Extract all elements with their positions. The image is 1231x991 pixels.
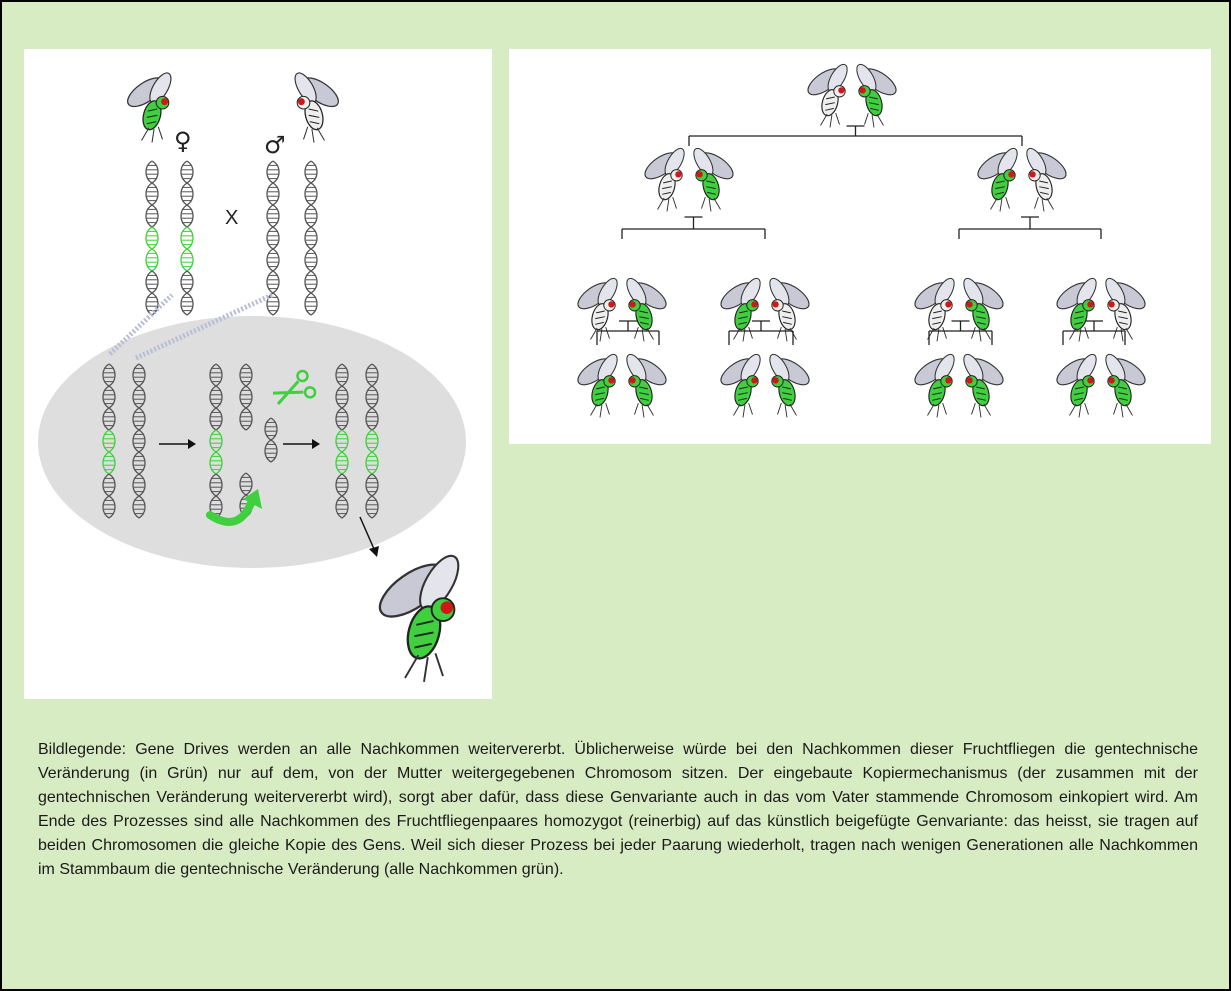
dna-chromosome-icon — [239, 363, 253, 431]
dna-chromosome-icon — [335, 363, 349, 519]
dna-chromosome-icon — [209, 363, 223, 519]
fruit-fly-icon — [769, 353, 810, 418]
fruit-fly-icon — [769, 277, 810, 342]
dna-chromosome-icon — [264, 417, 278, 463]
figure-caption: Bildlegende: Gene Drives werden an alle … — [38, 741, 1198, 878]
fruit-fly-icon — [914, 353, 955, 418]
pedigree-connector — [621, 216, 766, 239]
fruit-fly-icon — [626, 353, 667, 418]
cross-symbol: X — [225, 207, 238, 229]
fruit-fly-icon — [577, 353, 618, 418]
gene-drive-mechanism-panel: ♀ ♂ X — [24, 49, 492, 699]
fruit-fly-icon — [294, 72, 339, 143]
dna-chromosome-icon — [266, 160, 280, 316]
fruit-fly-icon — [914, 277, 955, 342]
dna-chromosome-icon — [132, 363, 146, 519]
fruit-fly-icon — [693, 147, 734, 212]
mechanism-illustration: ♀ ♂ X — [38, 72, 466, 682]
fruit-fly-icon — [1026, 147, 1067, 212]
pedigree-connector — [688, 125, 1023, 146]
fruit-fly-icon — [626, 277, 667, 342]
fruit-fly-icon — [127, 72, 172, 143]
fruit-fly-icon — [720, 353, 761, 418]
curved-arrow-icon — [206, 489, 262, 526]
fruit-fly-icon — [856, 63, 897, 128]
pedigree-connector — [728, 320, 794, 345]
dna-chromosome-icon — [304, 160, 318, 316]
fruit-fly-icon — [977, 147, 1018, 212]
pedigree-illustration — [577, 63, 1146, 418]
dna-chromosome-icon — [102, 363, 116, 519]
fruit-fly-icon — [577, 277, 618, 342]
female-symbol: ♀ — [174, 127, 192, 155]
male-symbol: ♂ — [264, 131, 286, 159]
fruit-fly-icon — [1105, 277, 1146, 342]
pedigree-connector — [1062, 320, 1126, 345]
pedigree-connector — [596, 320, 660, 345]
fruit-fly-icon — [963, 353, 1004, 418]
scissors-icon — [272, 369, 317, 405]
dna-chromosome-icon — [365, 363, 379, 519]
fruit-fly-icon — [807, 63, 848, 128]
fruit-fly-icon — [1105, 353, 1146, 418]
fruit-fly-icon — [963, 277, 1004, 342]
cell-nucleus — [38, 316, 466, 568]
fruit-fly-icon — [720, 277, 761, 342]
inheritance-pedigree-panel — [509, 49, 1211, 444]
dna-chromosome-icon — [180, 160, 194, 316]
fruit-fly-icon — [1056, 353, 1097, 418]
fruit-fly-icon — [1056, 277, 1097, 342]
pedigree-connector — [928, 320, 993, 345]
fruit-fly-icon — [644, 147, 685, 212]
fruit-fly-icon — [378, 554, 460, 682]
pedigree-connector — [958, 216, 1102, 239]
dna-chromosome-icon — [145, 160, 159, 316]
